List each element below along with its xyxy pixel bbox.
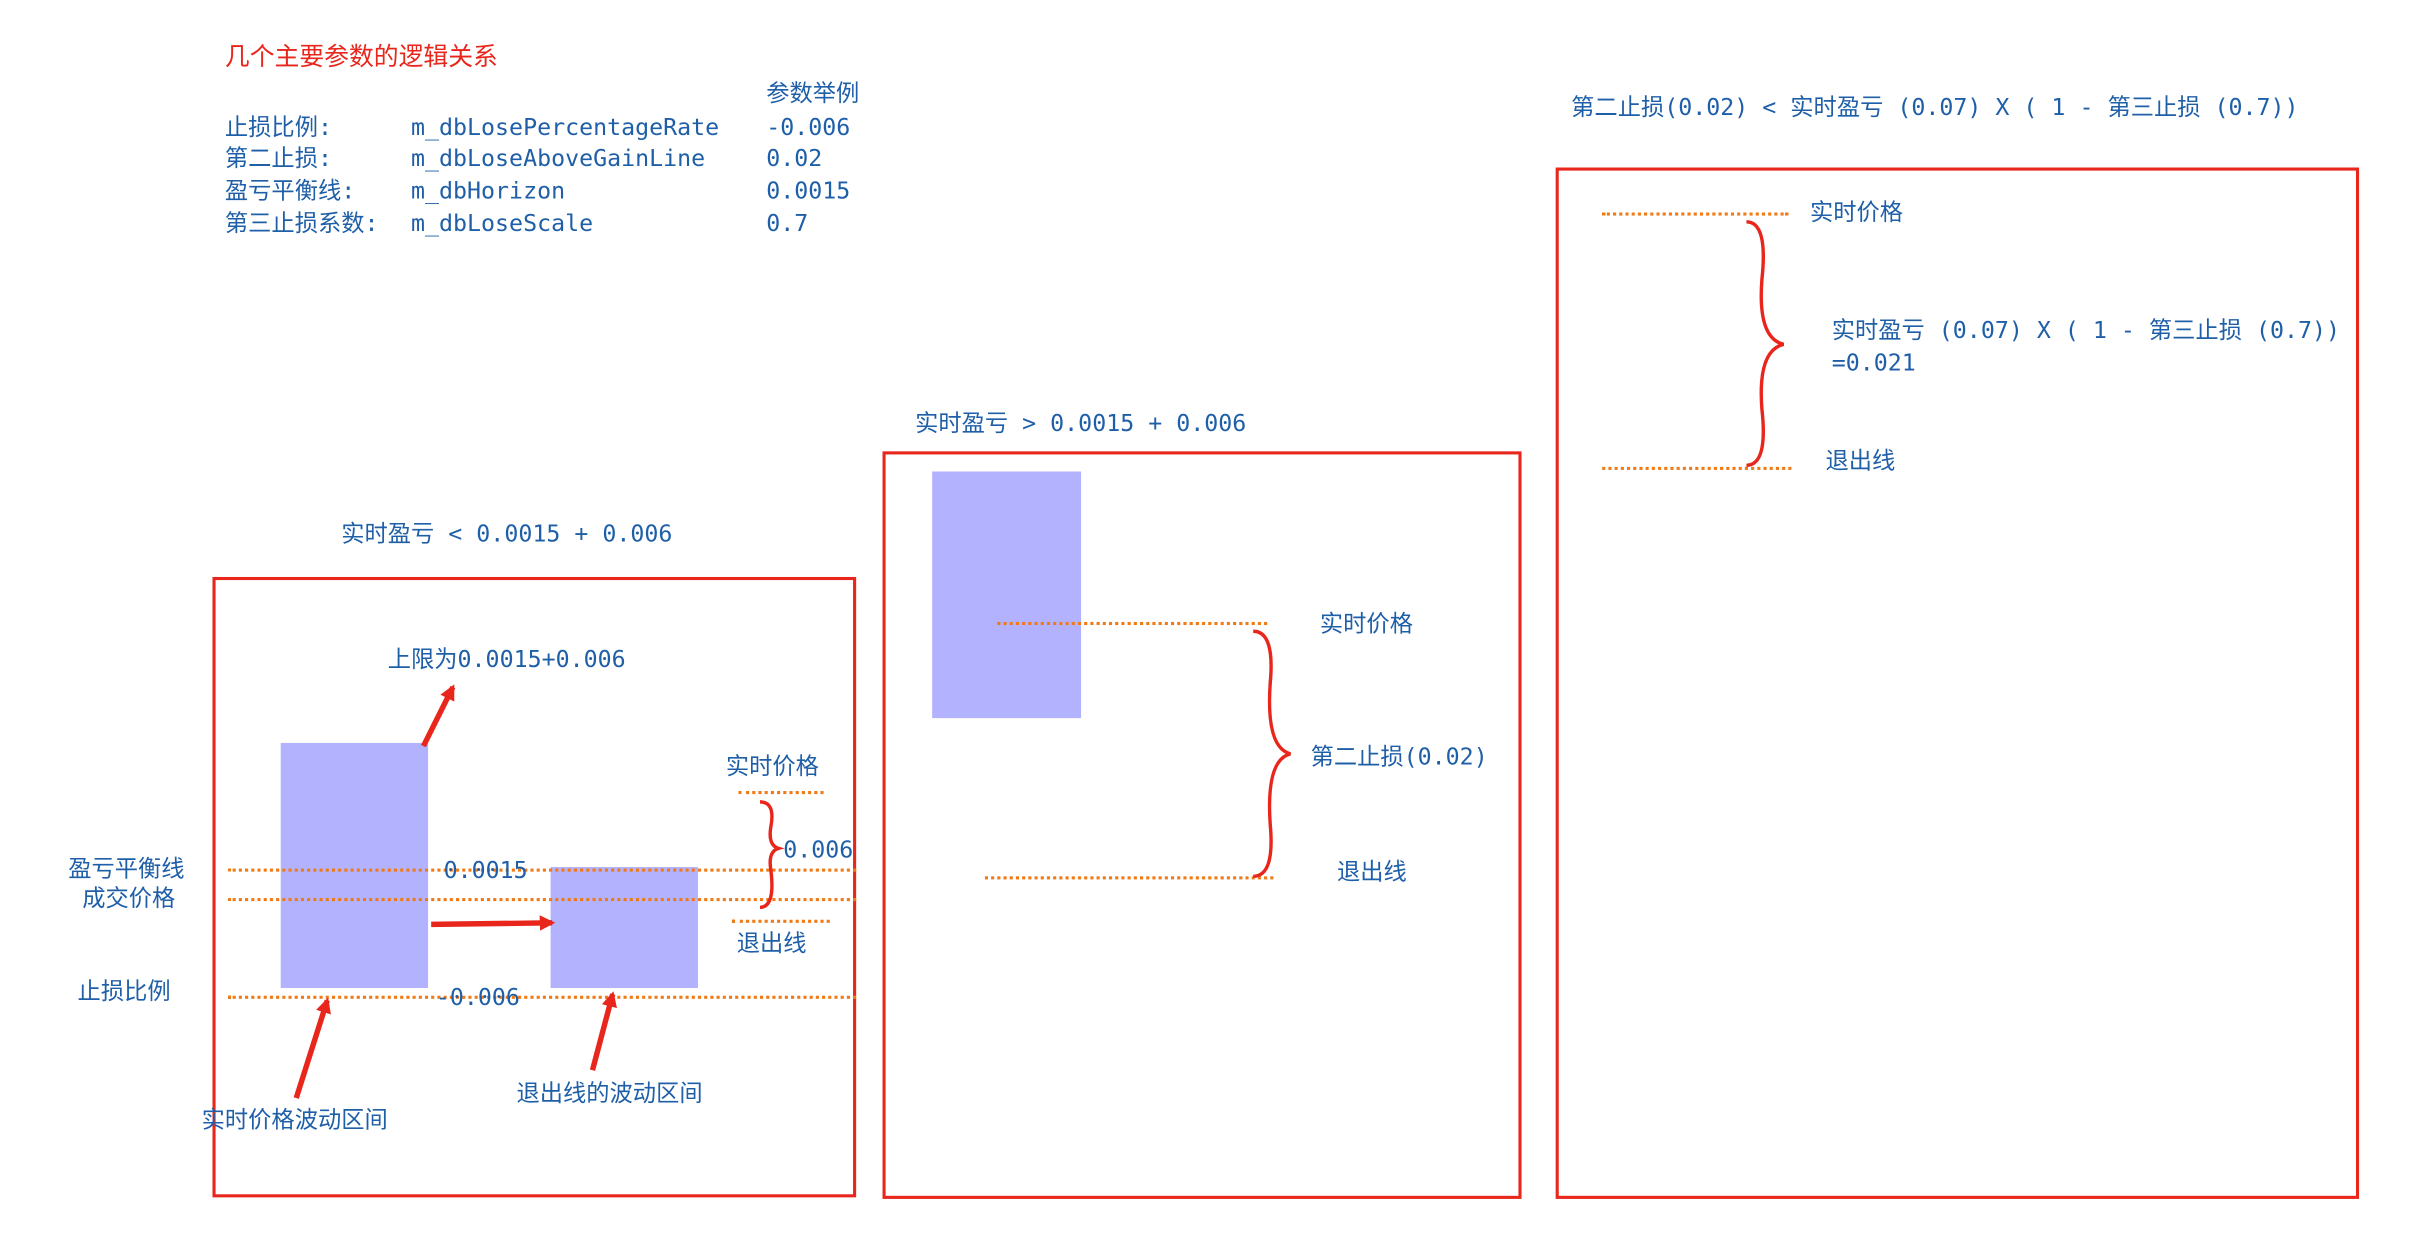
arrow-icon — [431, 915, 556, 931]
exit-line-label: 退出线 — [736, 929, 807, 957]
realtime-price-line — [1602, 212, 1789, 216]
example-header: 参数举例 — [766, 79, 860, 108]
realtime-price-line — [738, 791, 824, 795]
param-label: 第二止损: — [224, 144, 332, 173]
realtime-range-label: 实时价格波动区间 — [201, 1105, 388, 1134]
deal-price-line — [227, 898, 857, 902]
stop-loss-line — [227, 995, 857, 999]
panel1-caption: 实时盈亏 < 0.0015 + 0.006 — [341, 519, 673, 548]
param-example: 0.0015 — [766, 176, 851, 205]
arrow-icon — [420, 684, 456, 748]
panel3-caption: 第二止损(0.02) < 实时盈亏 (0.07) X ( 1 - 第三止损 (0… — [1571, 93, 2299, 121]
param-var: m_dbLoseScale — [411, 209, 594, 238]
param-example: 0.02 — [766, 144, 823, 173]
exit-distance-brace — [1746, 220, 1785, 468]
breakeven-value: 0.0015 — [443, 856, 528, 885]
second-stop-label: 第二止损(0.02) — [1310, 742, 1488, 771]
panel2-frame — [882, 451, 1522, 1199]
realtime-price-label: 实时价格 — [1319, 609, 1413, 638]
stop-loss-label: 止损比例 — [77, 977, 171, 1006]
param-var: m_dbLosePercentageRate — [411, 113, 720, 142]
realtime-price-label: 实时价格 — [725, 752, 819, 781]
param-label: 止损比例: — [224, 113, 332, 142]
param-example: -0.006 — [766, 113, 851, 142]
price-range-bar — [932, 471, 1082, 719]
exit-line-label: 退出线 — [1825, 446, 1896, 475]
breakeven-line — [227, 868, 857, 872]
deal-price-label: 成交价格 — [82, 884, 176, 912]
realtime-price-line — [997, 621, 1268, 626]
page-title: 几个主要参数的逻辑关系 — [224, 41, 498, 72]
panel3-frame — [1555, 167, 2360, 1199]
arrow-icon — [293, 997, 331, 1099]
stop-loss-value: -0.006 — [435, 983, 520, 1012]
exit-range-label: 退出线的波动区间 — [516, 1079, 703, 1108]
param-label: 第三止损系数: — [224, 209, 379, 238]
gap-value: 0.006 — [783, 835, 854, 864]
param-label: 盈亏平衡线: — [224, 176, 356, 205]
param-var: m_dbLoseAboveGainLine — [411, 144, 706, 173]
param-var: m_dbHorizon — [411, 176, 566, 205]
realtime-price-label: 实时价格 — [1810, 198, 1904, 227]
panel2-caption: 实时盈亏 > 0.0015 + 0.006 — [915, 409, 1247, 438]
second-stop-brace — [1253, 629, 1292, 879]
breakeven-label: 盈亏平衡线 — [68, 854, 185, 883]
arrow-icon — [589, 991, 617, 1071]
exit-line-mark — [1602, 466, 1792, 470]
formula-line2: =0.021 — [1831, 348, 1916, 377]
param-example: 0.7 — [766, 209, 809, 238]
panel1-frame — [212, 576, 857, 1198]
exit-line-mark — [732, 919, 830, 923]
realtime-range-bar — [280, 742, 429, 988]
formula-line1: 实时盈亏 (0.07) X ( 1 - 第三止损 (0.7)) — [1831, 316, 2341, 345]
gap-brace — [759, 800, 785, 910]
exit-line-mark — [984, 876, 1274, 880]
exit-range-bar — [550, 867, 698, 988]
exit-line-label: 退出线 — [1336, 857, 1407, 886]
upper-limit-label: 上限为0.0015+0.006 — [387, 645, 626, 674]
